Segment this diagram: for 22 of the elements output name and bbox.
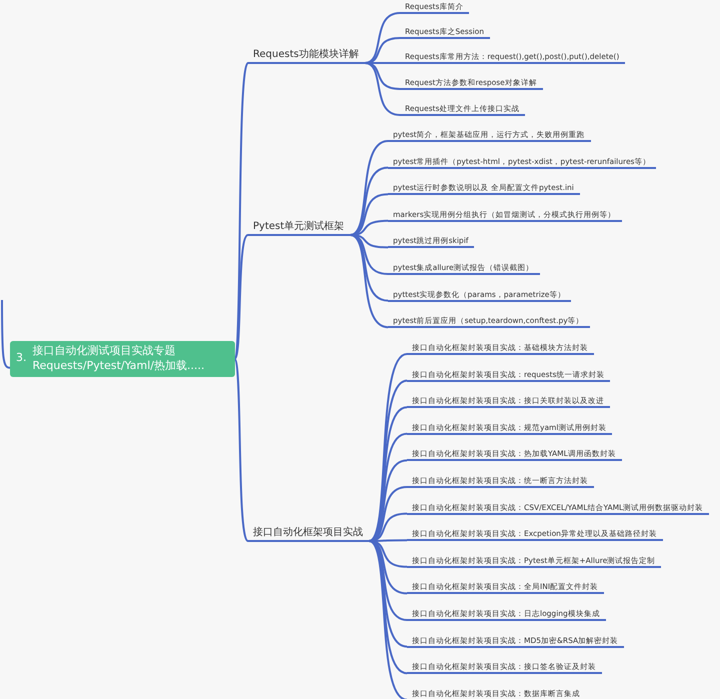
branch-line — [350, 166, 388, 236]
branch-line — [368, 540, 408, 699]
topic-number: 3. — [16, 351, 26, 366]
branch-line — [364, 62, 400, 90]
branch-line — [364, 12, 400, 64]
branch-topic: 接口自动化框架项目实战 — [248, 527, 369, 542]
branch-line — [1, 300, 10, 369]
branch-line — [350, 234, 388, 328]
branch-topic: Pytest单元测试框架 — [248, 221, 350, 236]
branch-line — [350, 234, 388, 302]
branch-line — [368, 540, 408, 648]
branch-line — [234, 358, 249, 542]
branch-line — [368, 432, 408, 542]
branch-line — [234, 234, 249, 360]
branch-line — [364, 62, 400, 116]
branch-line — [234, 62, 249, 360]
root-topic-box — [10, 341, 234, 377]
branch-line — [368, 540, 408, 674]
branch-line — [350, 234, 388, 248]
branch-line — [350, 193, 388, 236]
branch-topic: Requests功能模块详解 — [248, 49, 365, 64]
topic-title: 接口自动化测试项目实战专题 Requests/Pytest/Yaml/热加载..... — [32, 344, 206, 374]
